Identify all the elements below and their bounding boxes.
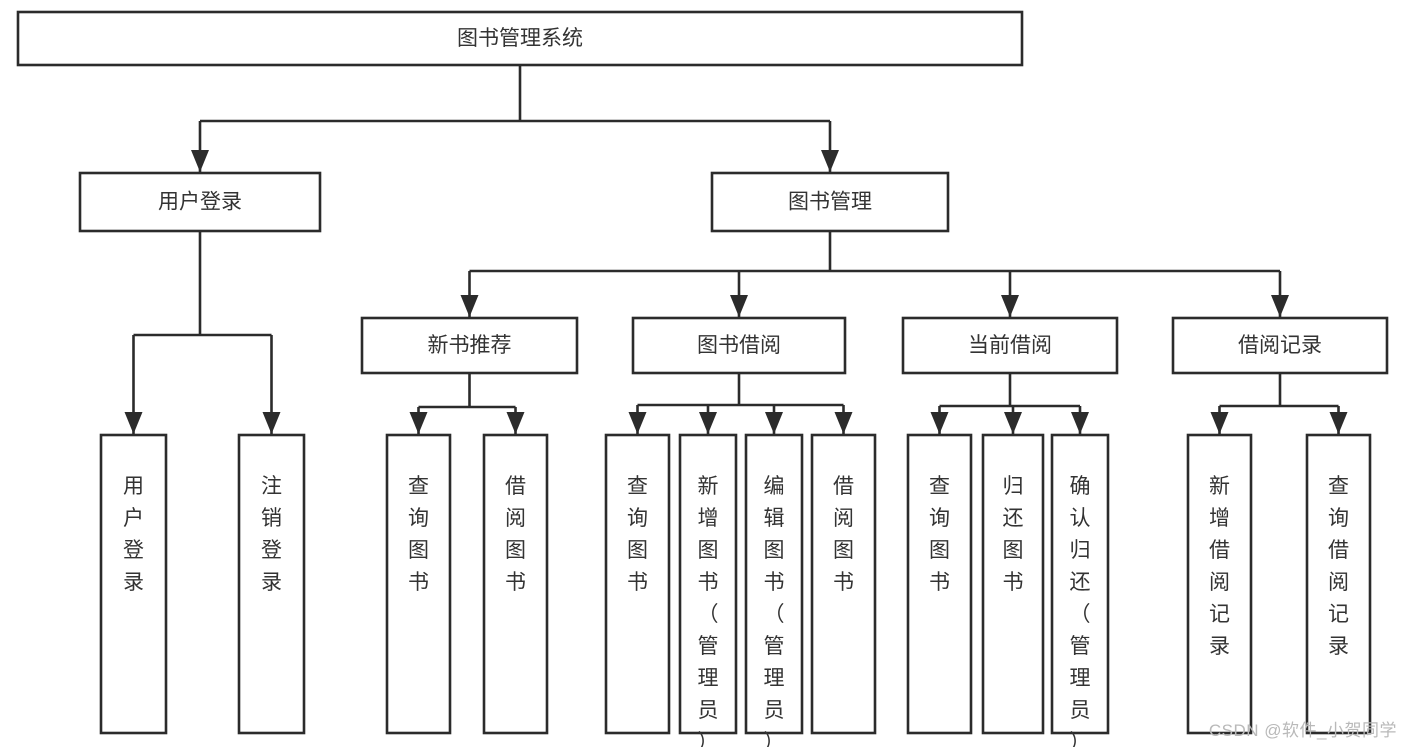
arrow-head-icon [262,412,281,434]
node-leaf-5-新增图书管理员-label: 新增图书（管理员） [698,475,719,747]
node-leaf-4-查询图书[interactable]: 查询图书 [604,433,671,735]
node-leaf-9-归还图书[interactable]: 归还图书 [981,433,1045,735]
node-l3-新书推荐-box[interactable] [360,316,579,375]
arrow-head-icon [628,412,647,434]
arrow-head-icon [1210,412,1229,434]
node-leaf-10-确认归还管理员-box[interactable] [1050,433,1110,735]
node-leaf-11-新增借阅记录-label: 新增借阅记录 [1209,475,1230,658]
node-leaf-0-用户登录-box[interactable] [99,433,168,735]
node-leaf-12-查询借阅记录-label: 查询借阅记录 [1328,475,1349,658]
arrow-head-icon [506,412,525,434]
arrow-head-icon [730,295,748,317]
arrow-head-icon [821,150,839,172]
node-leaf-0-用户登录[interactable]: 用户登录 [99,433,168,735]
arrow-head-icon [191,150,209,172]
arrow-head-icon [1329,412,1348,434]
node-leaf-2-查询图书-box[interactable] [385,433,452,735]
node-l2-用户登录-box[interactable] [78,171,322,233]
node-leaf-6-编辑图书管理员[interactable]: 编辑图书（管理员） [744,433,804,747]
node-root-图书管理系统[interactable]: 图书管理系统 [16,10,1024,67]
node-leaf-4-查询图书-label: 查询图书 [627,475,648,594]
node-leaf-1-注销登录[interactable]: 注销登录 [237,433,306,735]
node-leaf-12-查询借阅记录-box[interactable] [1305,433,1372,735]
node-l3-新书推荐-label: 新书推荐 [428,334,512,357]
node-l2-图书管理[interactable]: 图书管理 [710,171,950,233]
node-leaf-10-确认归还管理员-label: 确认归还（管理员） [1070,475,1091,747]
node-leaf-11-新增借阅记录-box[interactable] [1186,433,1253,735]
node-leaf-1-注销登录-box[interactable] [237,433,306,735]
node-leaf-8-查询图书[interactable]: 查询图书 [906,433,973,735]
arrow-head-icon [699,412,717,434]
node-leaf-7-借阅图书-box[interactable] [810,433,877,735]
node-l3-图书借阅-label: 图书借阅 [697,334,781,357]
node-l3-借阅记录[interactable]: 借阅记录 [1171,316,1389,375]
node-root-图书管理系统-box[interactable] [16,10,1024,67]
node-leaf-5-新增图书管理员[interactable]: 新增图书（管理员） [678,433,738,747]
node-root-图书管理系统-label: 图书管理系统 [457,27,583,50]
node-leaf-5-新增图书管理员-box[interactable] [678,433,738,735]
connector-layer [124,65,1348,434]
arrow-head-icon [1001,295,1019,317]
node-l3-图书借阅-box[interactable] [631,316,847,375]
node-leaf-7-借阅图书[interactable]: 借阅图书 [810,433,877,735]
node-l3-当前借阅-label: 当前借阅 [968,334,1052,357]
arrow-head-icon [409,412,428,434]
node-leaf-11-新增借阅记录[interactable]: 新增借阅记录 [1186,433,1253,735]
node-leaf-3-借阅图书[interactable]: 借阅图书 [482,433,549,735]
node-leaf-6-编辑图书管理员-box[interactable] [744,433,804,735]
arrow-head-icon [834,412,853,434]
node-leaf-10-确认归还管理员[interactable]: 确认归还（管理员） [1050,433,1110,747]
node-l2-图书管理-box[interactable] [710,171,950,233]
node-l2-图书管理-label: 图书管理 [788,191,872,214]
arrow-head-icon [930,412,949,434]
node-l3-借阅记录-box[interactable] [1171,316,1389,375]
node-leaf-8-查询图书-label: 查询图书 [929,475,950,594]
node-leaf-3-借阅图书-label: 借阅图书 [505,475,526,594]
node-l3-当前借阅-box[interactable] [901,316,1119,375]
node-leaf-9-归还图书-label: 归还图书 [1003,475,1024,594]
node-l3-新书推荐[interactable]: 新书推荐 [360,316,579,375]
node-l3-当前借阅[interactable]: 当前借阅 [901,316,1119,375]
node-l3-图书借阅[interactable]: 图书借阅 [631,316,847,375]
node-leaf-3-借阅图书-box[interactable] [482,433,549,735]
node-leaf-9-归还图书-box[interactable] [981,433,1045,735]
arrow-head-icon [1071,412,1089,434]
arrow-head-icon [1004,412,1022,434]
node-l2-用户登录[interactable]: 用户登录 [78,171,322,233]
node-leaf-1-注销登录-label: 注销登录 [261,475,282,594]
arrow-head-icon [1271,295,1289,317]
node-leaf-7-借阅图书-label: 借阅图书 [833,475,854,594]
arrow-head-icon [124,412,143,434]
arrow-head-icon [460,295,479,317]
node-leaf-8-查询图书-box[interactable] [906,433,973,735]
node-leaf-12-查询借阅记录[interactable]: 查询借阅记录 [1305,433,1372,735]
arrow-head-icon [765,412,783,434]
node-leaf-6-编辑图书管理员-label: 编辑图书（管理员） [764,475,785,747]
node-l2-用户登录-label: 用户登录 [158,191,242,214]
node-leaf-4-查询图书-box[interactable] [604,433,671,735]
node-l3-借阅记录-label: 借阅记录 [1238,334,1322,357]
node-leaf-2-查询图书-label: 查询图书 [408,475,429,594]
node-layer: 图书管理系统用户登录图书管理新书推荐图书借阅当前借阅借阅记录用户登录注销登录查询… [16,10,1389,747]
node-leaf-2-查询图书[interactable]: 查询图书 [385,433,452,735]
node-leaf-0-用户登录-label: 用户登录 [123,475,144,594]
